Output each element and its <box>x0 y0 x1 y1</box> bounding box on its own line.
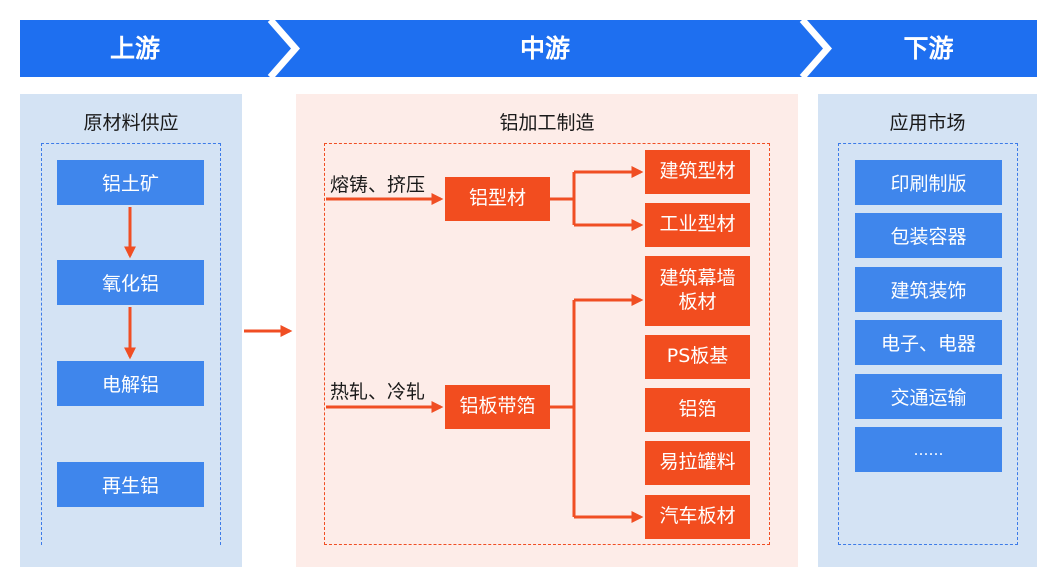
branch-profile-trunk <box>550 172 576 225</box>
market-item-more: …… <box>855 427 1002 472</box>
stage-header-bar <box>20 20 1037 77</box>
process-label-casting: 熔铸、挤压 <box>330 174 426 196</box>
output-can-stock: 易拉罐料 <box>645 441 750 485</box>
market-item: 电子、电器 <box>855 320 1002 365</box>
upstream-item: 再生铝 <box>57 462 204 507</box>
product-profile: 铝型材 <box>445 177 550 221</box>
process-label-rolling: 热轧、冷轧 <box>330 381 426 403</box>
market-item: 建筑装饰 <box>855 267 1002 312</box>
midstream-title: 铝加工制造 <box>499 112 595 134</box>
downstream-dashed-frame <box>838 143 1018 545</box>
header-midstream: 中游 <box>519 34 570 63</box>
output-curtain-wall-sheet: 建筑幕墙 板材 <box>645 256 750 326</box>
market-item: 印刷制版 <box>855 160 1002 205</box>
upstream-title: 原材料供应 <box>83 112 179 134</box>
output-ps-plate-base: PS板基 <box>645 335 750 379</box>
product-sheet-strip-foil: 铝板带箔 <box>445 385 550 429</box>
output-industrial-profile: 工业型材 <box>645 203 750 247</box>
header-downstream: 下游 <box>903 34 954 63</box>
branch-sheet-trunk <box>550 300 576 517</box>
market-item: 包装容器 <box>855 213 1002 258</box>
upstream-item: 电解铝 <box>57 361 204 406</box>
output-aluminum-foil: 铝箔 <box>645 388 750 432</box>
market-item: 交通运输 <box>855 374 1002 419</box>
downstream-title: 应用市场 <box>889 112 966 134</box>
header-upstream: 上游 <box>109 34 160 63</box>
midstream-dashed-frame <box>324 143 770 545</box>
upstream-dashed-frame <box>41 143 221 545</box>
output-building-profile: 建筑型材 <box>645 150 750 194</box>
upstream-item: 铝土矿 <box>57 160 204 205</box>
upstream-item: 氧化铝 <box>57 260 204 305</box>
output-auto-sheet: 汽车板材 <box>645 495 750 539</box>
